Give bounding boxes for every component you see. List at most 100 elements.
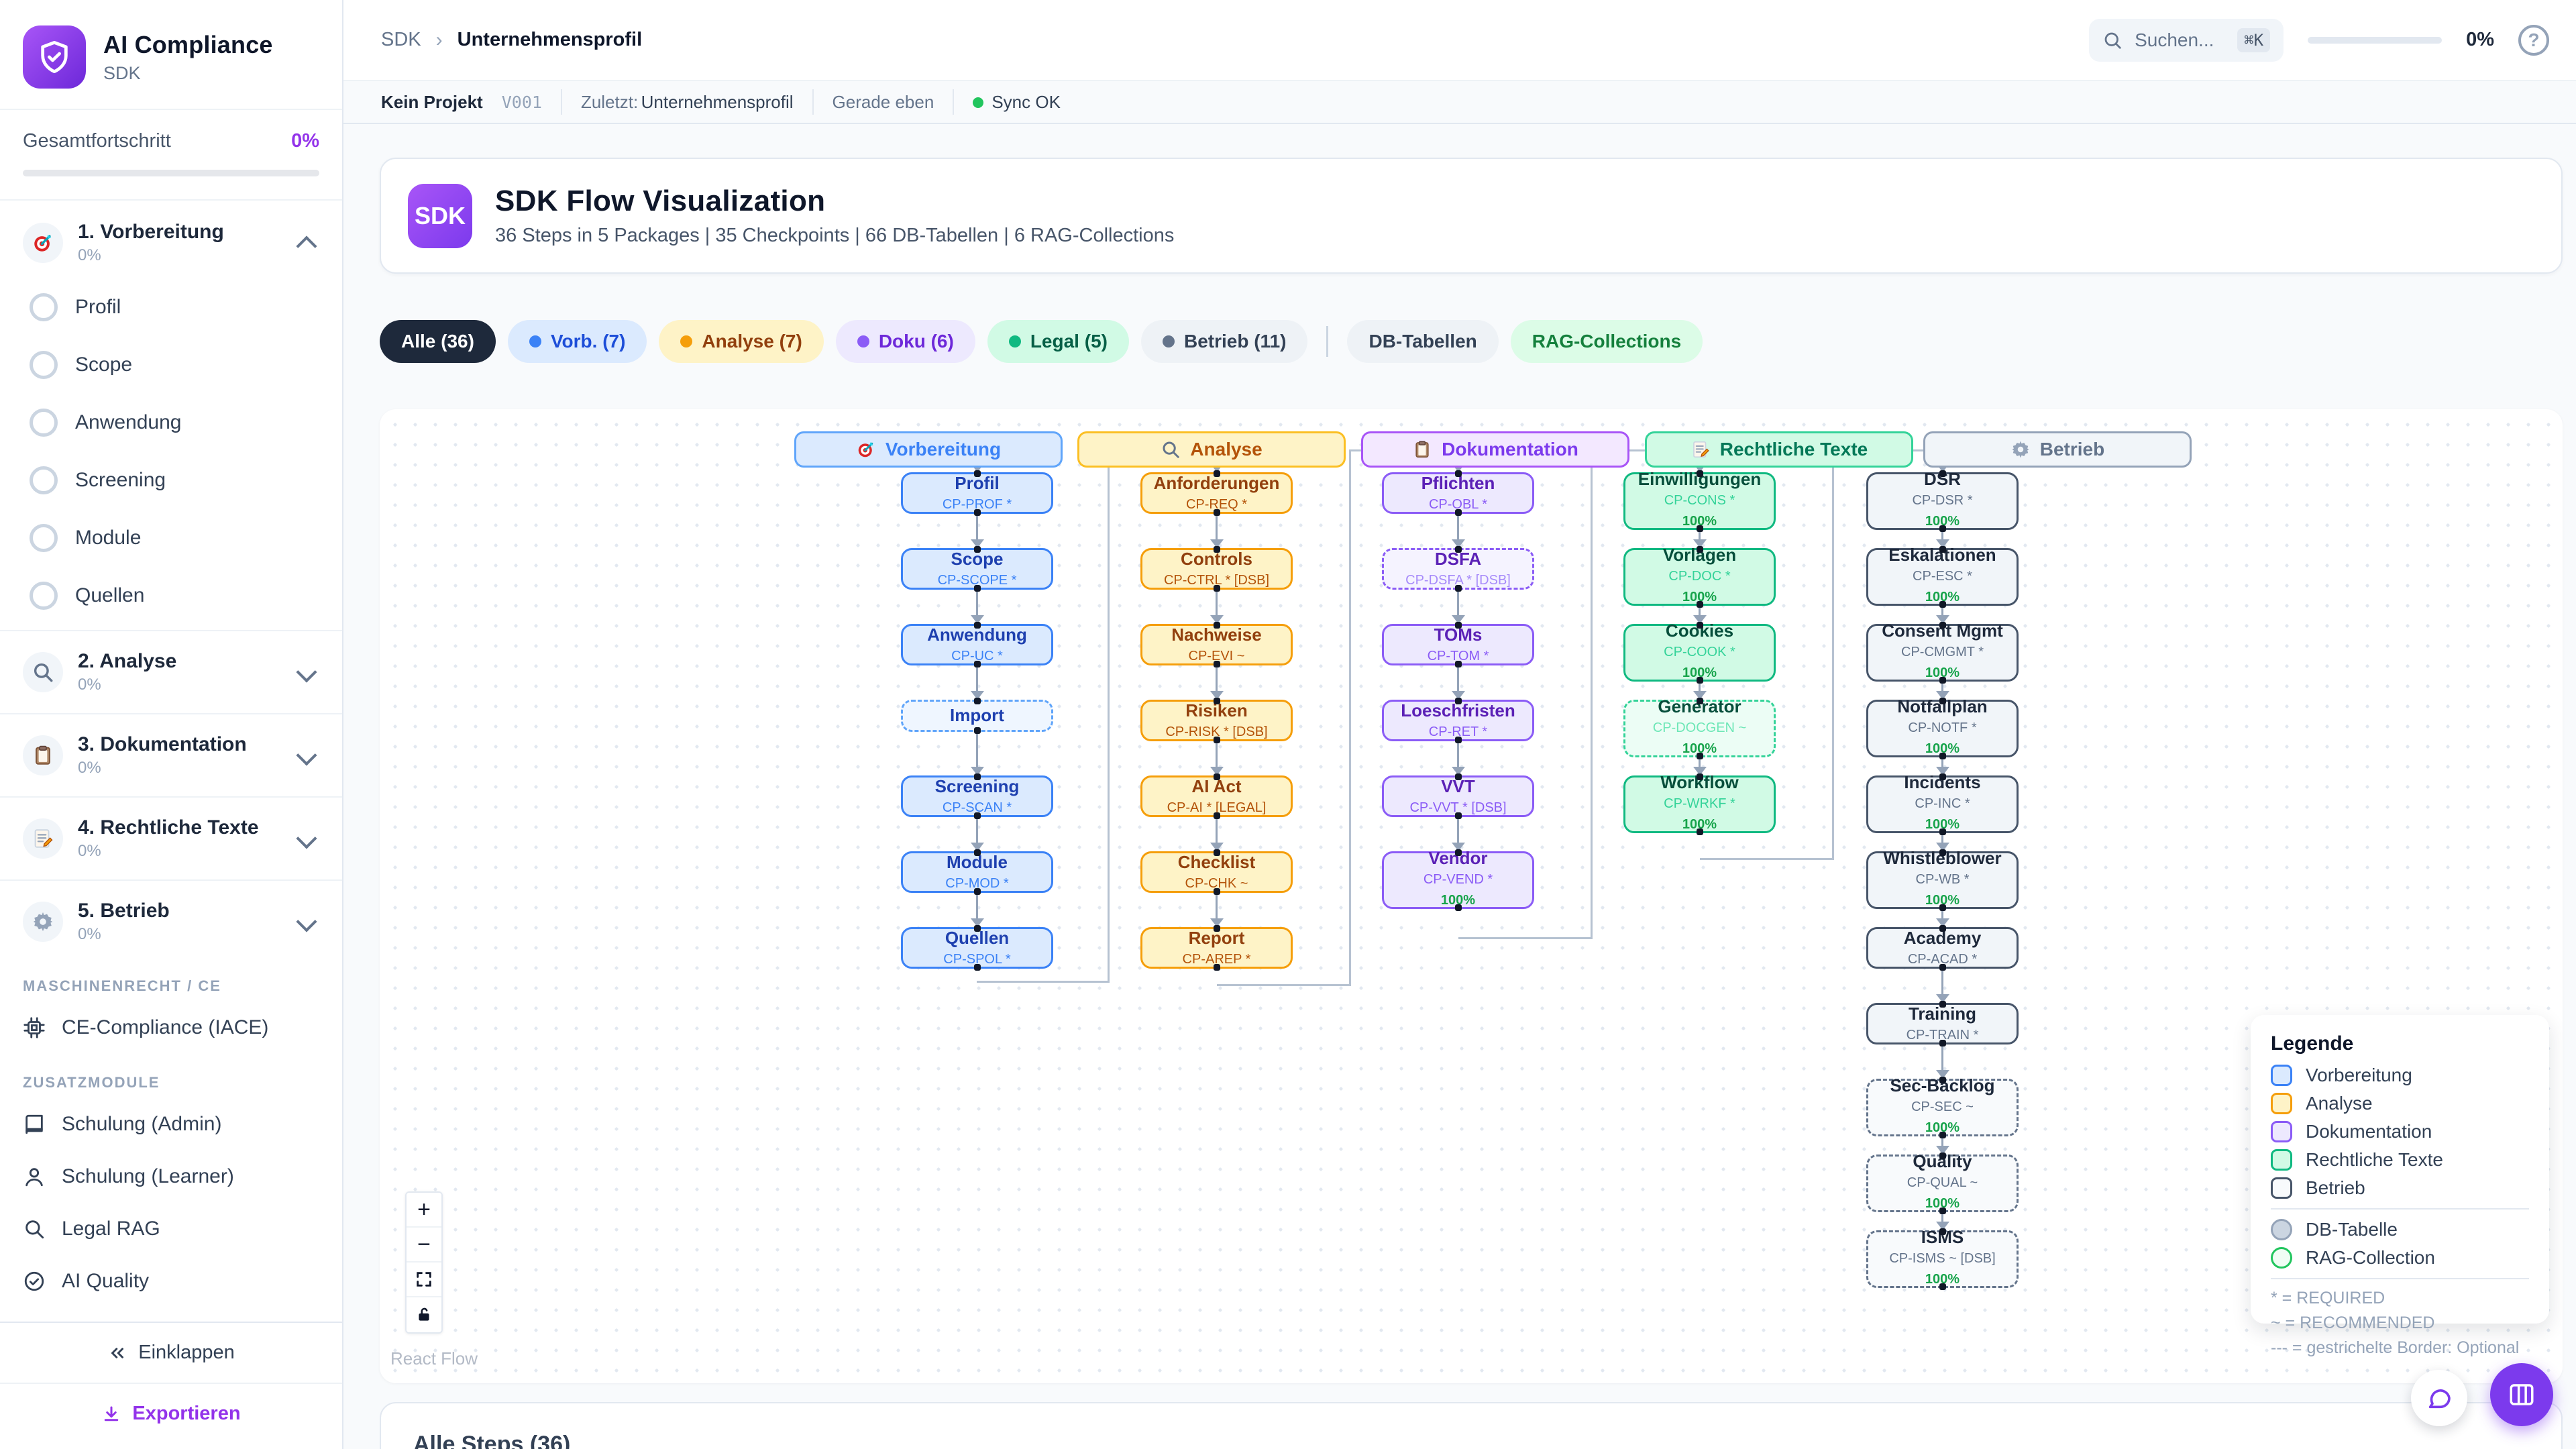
- sidebar-step-screening[interactable]: Screening: [0, 451, 342, 509]
- chip-dot-icon: [857, 335, 869, 347]
- chip-dot-icon: [1008, 335, 1021, 347]
- sidebar-item-ai-quality[interactable]: AI Quality: [0, 1255, 342, 1307]
- filter-chip-vorb-7-[interactable]: Vorb. (7): [507, 320, 647, 363]
- fit-view-button[interactable]: [407, 1263, 441, 1297]
- package-header-rechtliche-texte[interactable]: Rechtliche Texte: [1645, 431, 1913, 468]
- filter-chip-db-tabellen[interactable]: DB-Tabellen: [1347, 320, 1499, 363]
- sidebar-package-3[interactable]: 3. Dokumentation 0%: [0, 720, 342, 791]
- flow-connector-rail: [1349, 449, 1351, 986]
- package-header-dokumentation[interactable]: Dokumentation: [1361, 431, 1629, 468]
- node-title: Training: [1908, 1004, 1977, 1024]
- project-status: Kein Projekt: [381, 91, 483, 112]
- filter-chip-analyse-7-[interactable]: Analyse (7): [659, 320, 824, 363]
- node-progress-value: 100%: [1682, 741, 1717, 756]
- flow-edge-arrowhead-icon: [1210, 691, 1224, 700]
- node-title: Workflow: [1660, 772, 1739, 793]
- package-header-vorbereitung[interactable]: Vorbereitung: [794, 431, 1063, 468]
- filter-chip-alle-36-[interactable]: Alle (36): [380, 320, 496, 363]
- sidebar-step-scope[interactable]: Scope: [0, 336, 342, 394]
- sidebar-package-5[interactable]: 5. Betrieb 0%: [0, 886, 342, 957]
- export-label: Exportieren: [132, 1403, 241, 1424]
- filter-chip-rag-collections[interactable]: RAG-Collections: [1510, 320, 1703, 363]
- package-progress: 0%: [78, 925, 101, 943]
- zoom-in-button[interactable]: +: [407, 1193, 441, 1228]
- sidebar-package-4[interactable]: 4. Rechtliche Texte 0%: [0, 803, 342, 874]
- lock-button[interactable]: [407, 1297, 441, 1332]
- sidebar-item-schulung-admin-[interactable]: Schulung (Admin): [0, 1098, 342, 1150]
- node-title: VVT: [1441, 776, 1475, 797]
- sidebar-step-module[interactable]: Module: [0, 509, 342, 567]
- node-progress-value: 100%: [1925, 892, 1960, 908]
- search-input[interactable]: Suchen... ⌘K: [2089, 18, 2284, 62]
- sidebar-item-schulung-learner-[interactable]: Schulung (Learner): [0, 1150, 342, 1203]
- help-icon[interactable]: ?: [2518, 24, 2549, 56]
- sidebar-item-legal-rag[interactable]: Legal RAG: [0, 1203, 342, 1255]
- breadcrumb-root[interactable]: SDK: [381, 29, 421, 50]
- filter-chip-doku-6-[interactable]: Doku (6): [835, 320, 975, 363]
- sidebar-package-1[interactable]: 1. Vorbereitung 0%: [0, 207, 342, 278]
- sidebar-step-anwendung[interactable]: Anwendung: [0, 394, 342, 451]
- node-code: CP-WB *: [1915, 871, 1970, 887]
- panel-fab-button[interactable]: [2490, 1363, 2553, 1426]
- flow-node-import[interactable]: Import: [901, 700, 1053, 732]
- package-header-analyse[interactable]: Analyse: [1077, 431, 1346, 468]
- page-subtitle: 36 Steps in 5 Packages | 35 Checkpoints …: [495, 225, 1175, 246]
- sidebar-item-ce-compliance-iace-[interactable]: CE-Compliance (IACE): [0, 1002, 342, 1054]
- sidebar-step-profil[interactable]: Profil: [0, 278, 342, 336]
- flow-canvas[interactable]: Legende Vorbereitung Analyse Dokumentati…: [380, 409, 2563, 1383]
- collapse-sidebar-button[interactable]: Einklappen: [0, 1323, 342, 1383]
- flow-edge-arrowhead-icon: [1693, 767, 1707, 775]
- zoom-out-button[interactable]: −: [407, 1228, 441, 1263]
- memo-icon: [23, 818, 63, 859]
- flow-edge: [1216, 893, 1218, 920]
- node-code: CP-CONS *: [1664, 492, 1735, 508]
- sidebar-step-quellen[interactable]: Quellen: [0, 567, 342, 625]
- export-button[interactable]: Exportieren: [0, 1383, 342, 1449]
- sidebar-package-2[interactable]: 2. Analyse 0%: [0, 637, 342, 708]
- package-header-betrieb[interactable]: Betrieb: [1923, 431, 2192, 468]
- chat-fab-button[interactable]: [2411, 1370, 2467, 1426]
- filter-chip-betrieb-11-[interactable]: Betrieb (11): [1140, 320, 1308, 363]
- filter-chip-legal-5-[interactable]: Legal (5): [987, 320, 1129, 363]
- chip-label: Analyse (7): [702, 331, 802, 352]
- flow-edge: [1216, 590, 1218, 616]
- divider: [0, 109, 342, 110]
- package-header-label: Betrieb: [2039, 439, 2105, 460]
- flow-edge-arrowhead-icon: [1210, 918, 1224, 927]
